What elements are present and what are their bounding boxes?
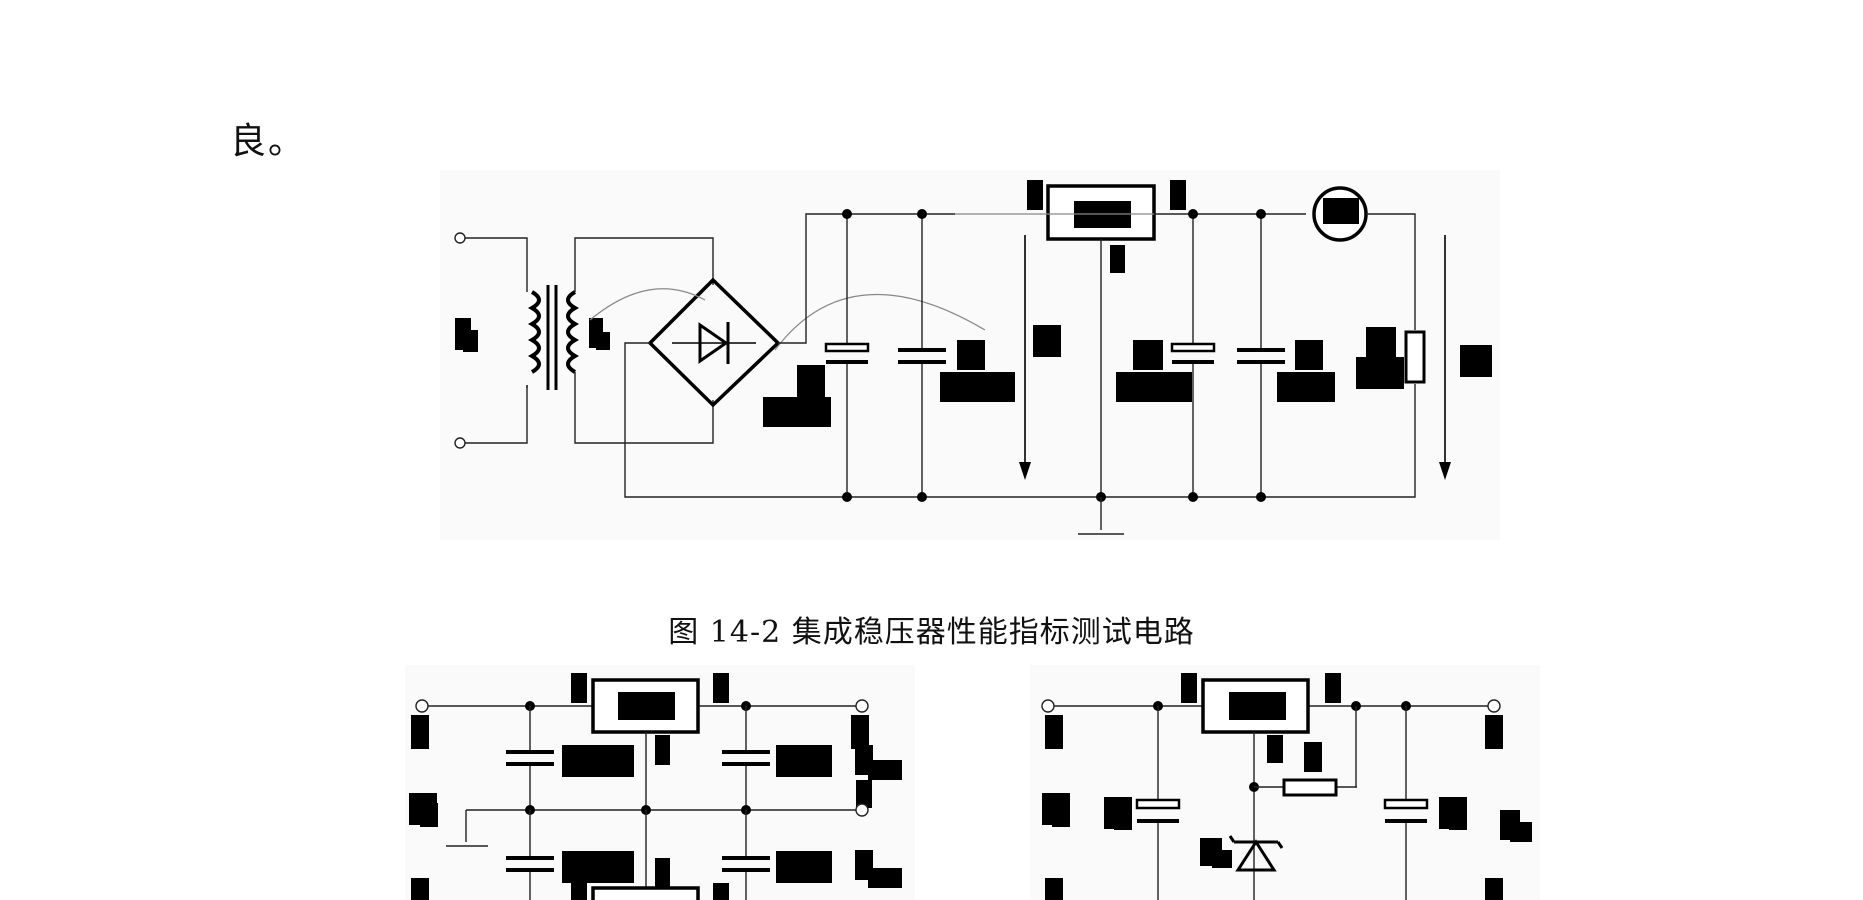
zener-diode <box>1200 835 1284 872</box>
capacitor-c2 <box>898 209 946 502</box>
ammeter <box>1312 186 1368 242</box>
input-terminal-bottom <box>454 437 466 449</box>
bottom-left-circuit <box>405 665 915 900</box>
capacitor-c3 <box>1116 209 1216 502</box>
transformer <box>526 285 580 390</box>
regulator-ic <box>1027 180 1186 535</box>
previous-paragraph-end: 良。 <box>230 121 307 162</box>
bottom-right-circuit <box>1030 665 1540 900</box>
input-terminal-top <box>454 232 466 244</box>
load-resistor <box>1356 327 1426 389</box>
bridge-rectifier <box>647 277 781 408</box>
vi-arrow <box>1019 235 1061 480</box>
capacitor-c1 <box>824 209 870 502</box>
figure-14-2-circuit <box>454 180 1492 535</box>
figure-caption: 图 14-2 集成稳压器性能指标测试电路 <box>668 615 1195 650</box>
vo-arrow <box>1439 235 1492 480</box>
capacitor-c4 <box>1237 209 1335 502</box>
